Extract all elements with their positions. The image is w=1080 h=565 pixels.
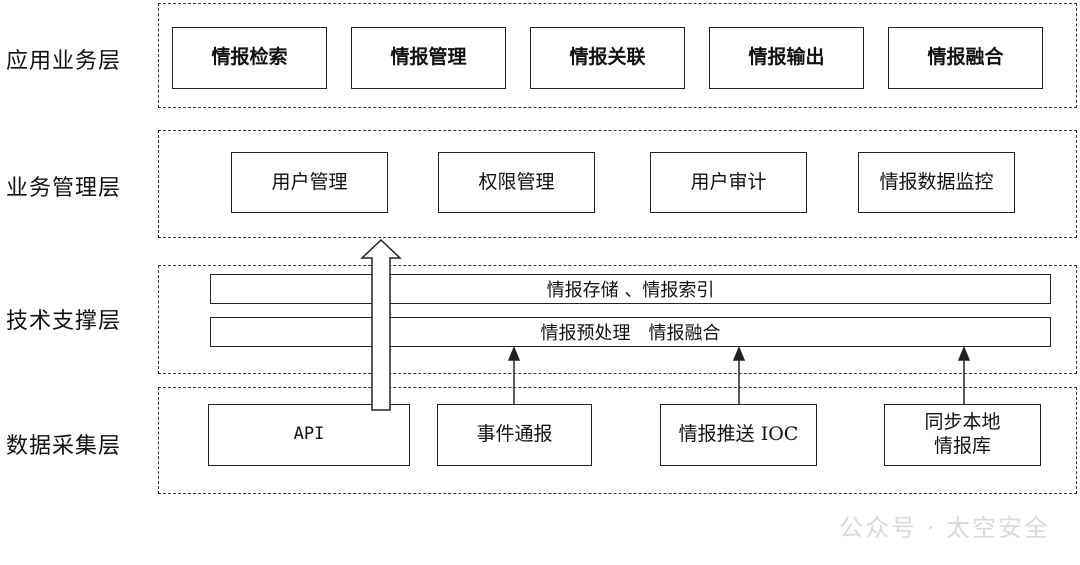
layer-label-data: 数据采集层 <box>6 434 122 459</box>
watermark: 公众号 · 太空安全 <box>839 514 1050 542</box>
layer-tech <box>158 265 1077 374</box>
app-box-search: 情报检索 <box>172 27 327 89</box>
layer-label-mgmt: 业务管理层 <box>6 176 122 201</box>
app-box-correlate: 情报关联 <box>530 27 685 89</box>
app-box-manage: 情报管理 <box>351 27 506 89</box>
data-box-ioc-push: 情报推送 IOC <box>660 404 817 466</box>
layer-label-app: 应用业务层 <box>6 49 122 74</box>
data-box-local-sync: 同步本地 情报库 <box>884 404 1041 466</box>
tech-bar-preprocess-fusion: 情报预处理 情报融合 <box>210 317 1051 347</box>
data-box-event-report: 事件通报 <box>437 404 592 466</box>
mgmt-box-audit: 用户审计 <box>650 152 807 213</box>
tech-bar-storage-index: 情报存储 、情报索引 <box>210 274 1051 304</box>
app-box-fusion: 情报融合 <box>888 27 1043 89</box>
app-box-output: 情报输出 <box>709 27 864 89</box>
layer-label-tech: 技术支撑层 <box>6 309 122 334</box>
layer-data <box>158 387 1077 494</box>
mgmt-box-user: 用户管理 <box>231 152 388 213</box>
layer-mgmt <box>158 130 1077 238</box>
mgmt-box-monitor: 情报数据监控 <box>858 152 1015 213</box>
layer-app <box>158 3 1077 108</box>
mgmt-box-permission: 权限管理 <box>438 152 595 213</box>
data-box-api: API <box>208 404 410 466</box>
